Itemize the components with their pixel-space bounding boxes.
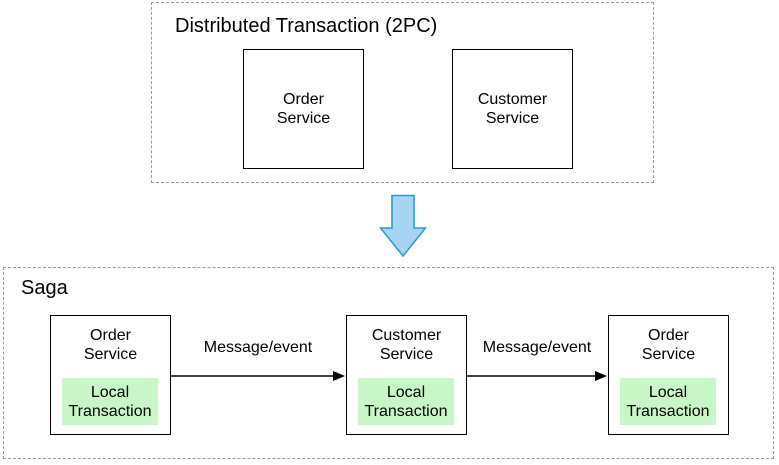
local-transaction-box: Local Transaction — [358, 378, 454, 425]
local-transaction-box: Local Transaction — [620, 378, 716, 425]
arrow-right-icon — [170, 371, 345, 381]
arrow-right-icon — [466, 371, 607, 381]
distributed-transaction-section: Distributed Transaction (2PC) Order Serv… — [151, 2, 654, 183]
service-label: Customer Service — [477, 91, 548, 127]
customer-service-node: Customer Service Local Transaction — [346, 315, 467, 435]
order-service-node-1: Order Service Local Transaction — [50, 315, 171, 435]
section-title-saga: Saga — [21, 277, 68, 299]
local-transaction-box: Local Transaction — [62, 378, 158, 425]
service-label: Order Service — [83, 327, 138, 363]
saga-section: Saga Order Service Local Transaction Mes… — [3, 267, 774, 459]
order-service-box-2pc: Order Service — [243, 49, 364, 169]
local-transaction-label: Local Transaction — [68, 383, 152, 420]
order-service-node-2: Order Service Local Transaction — [608, 315, 729, 435]
section-title-2pc: Distributed Transaction (2PC) — [175, 15, 438, 37]
service-label: Order Service — [276, 91, 331, 127]
down-arrow-icon — [379, 194, 427, 258]
local-transaction-label: Local Transaction — [364, 383, 448, 420]
customer-service-box-2pc: Customer Service — [452, 49, 573, 169]
message-event-label-2: Message/event — [482, 339, 592, 356]
message-event-label-1: Message/event — [203, 339, 313, 356]
local-transaction-label: Local Transaction — [626, 383, 710, 420]
service-label: Customer Service — [371, 327, 442, 363]
service-label: Order Service — [641, 327, 696, 363]
